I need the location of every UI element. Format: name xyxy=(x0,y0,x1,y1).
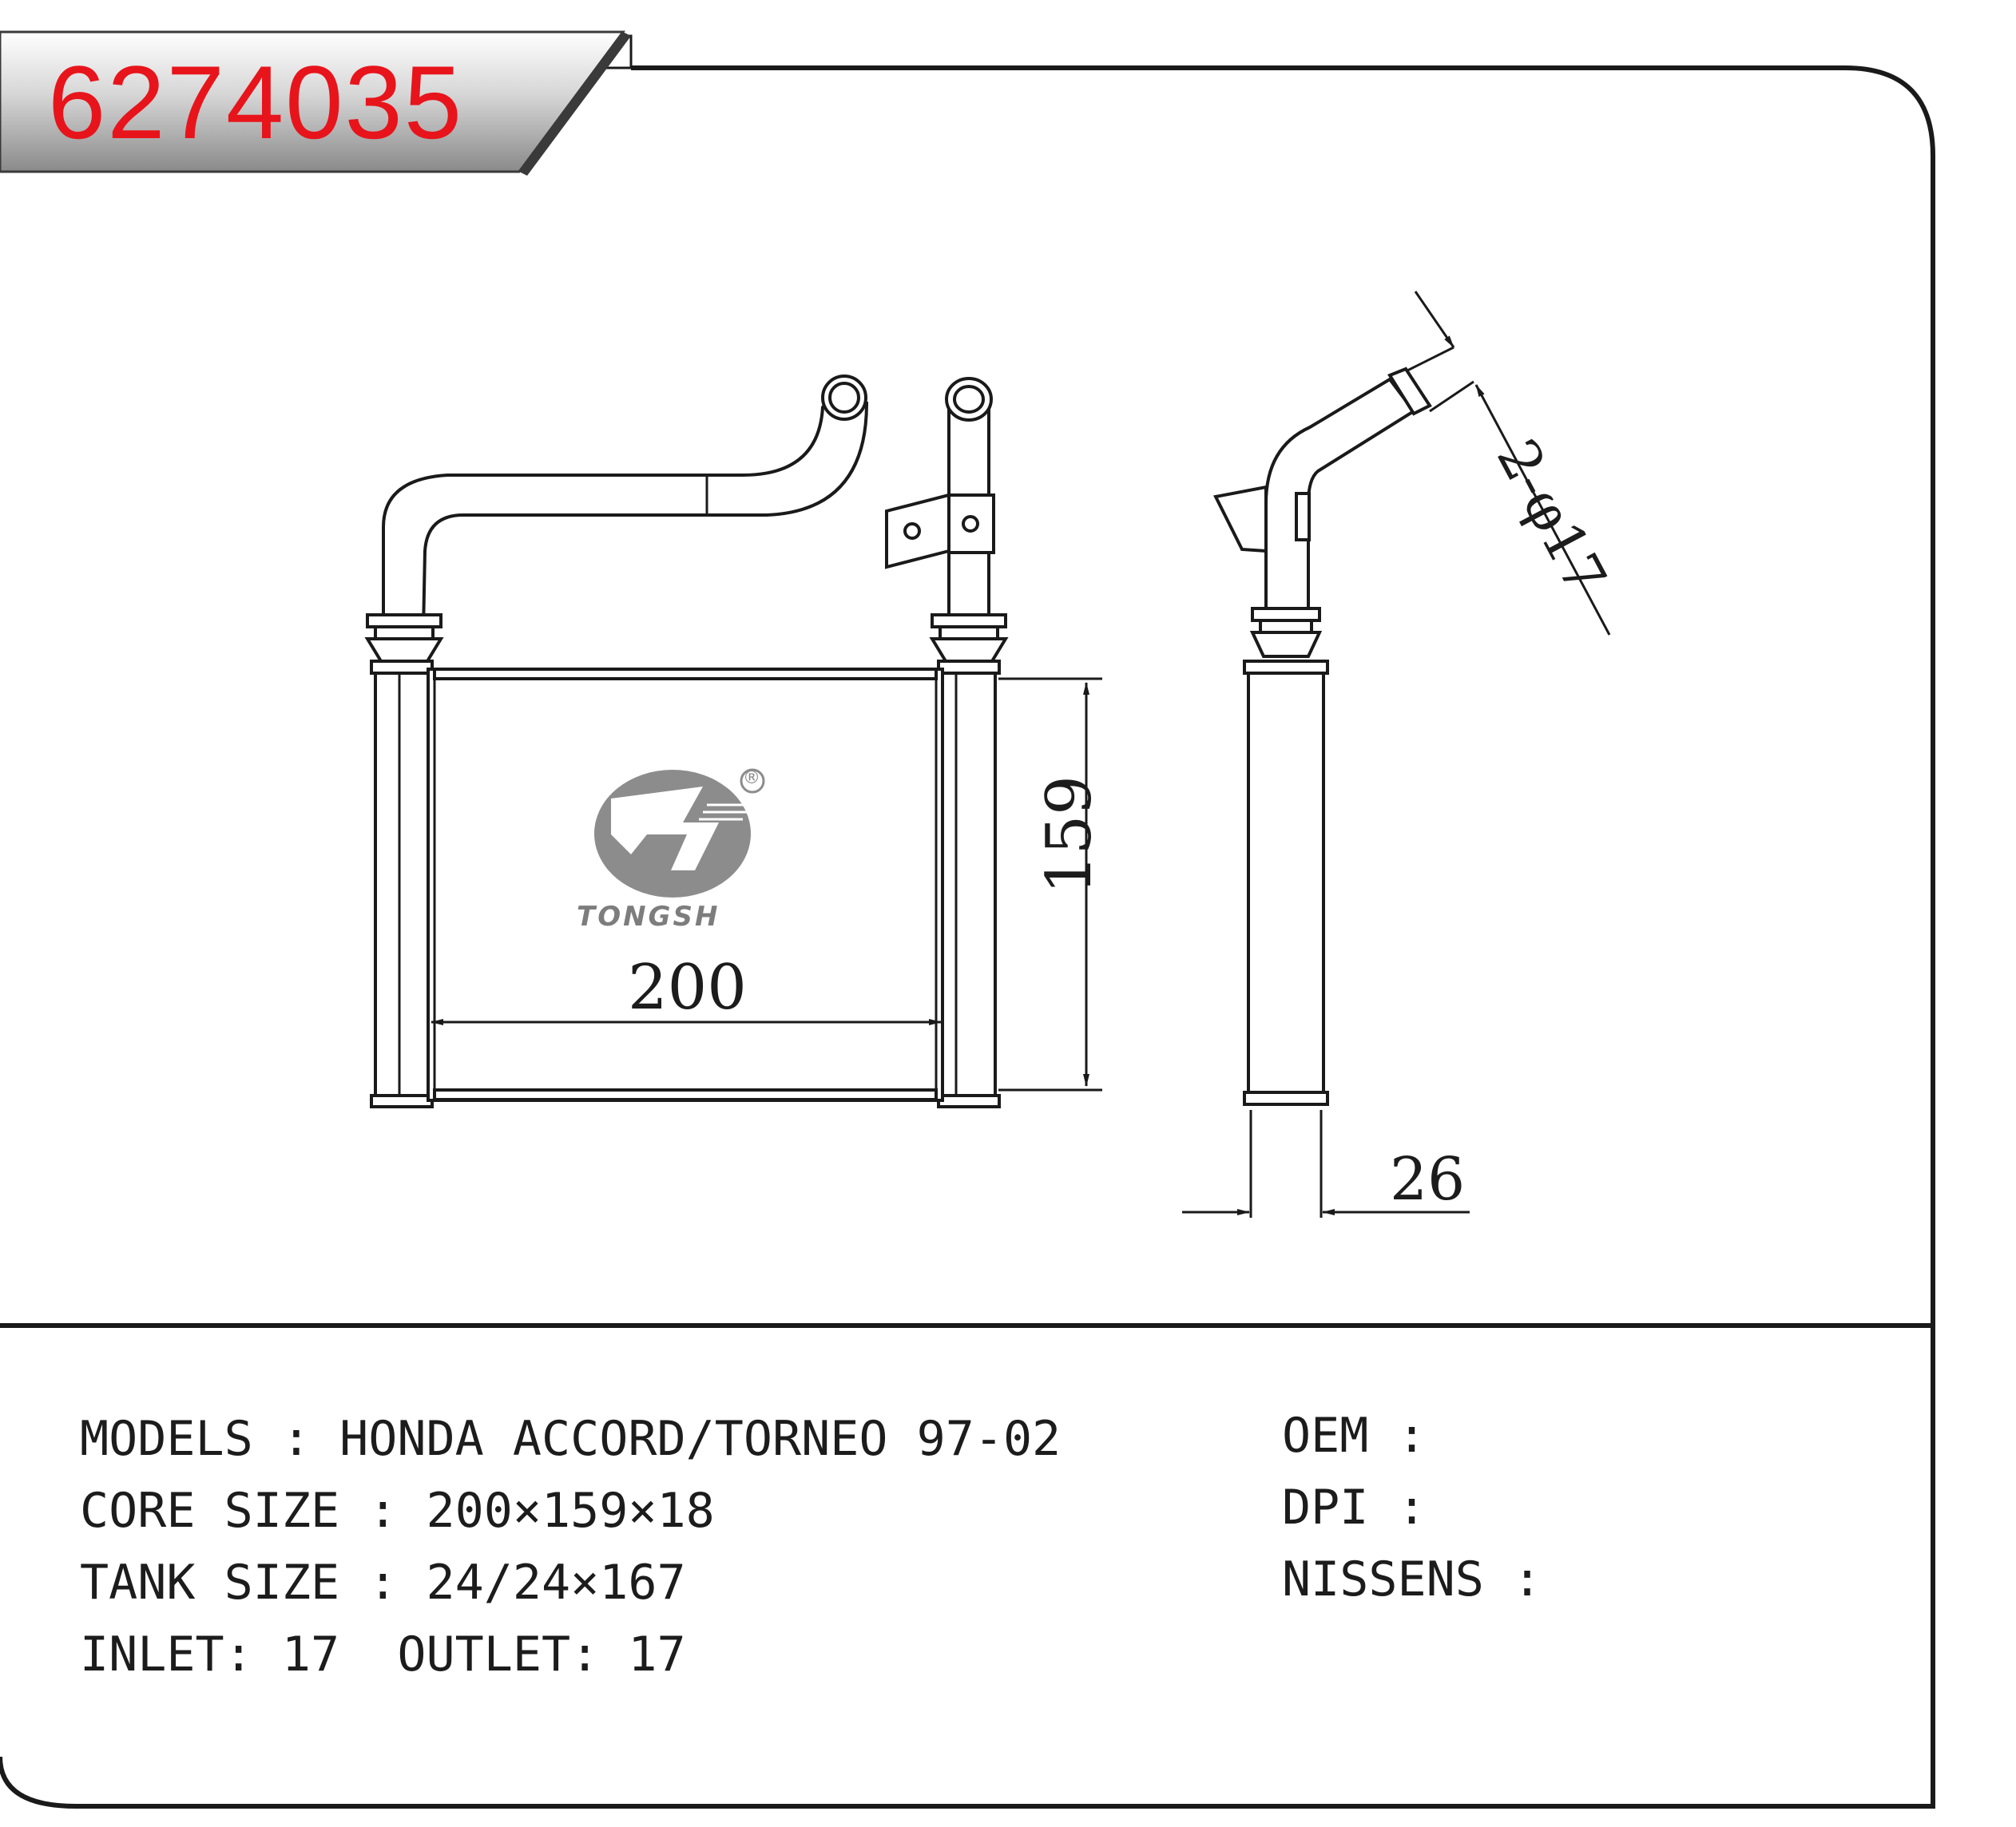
heater-core-side-view xyxy=(1213,367,1432,1106)
spec-models: MODELS : HONDA ACCORD/TORNEO 97-02 xyxy=(80,1411,1062,1467)
spec-tank-size: TANK SIZE : 24/24×167 xyxy=(80,1555,686,1611)
width-dimension-label: 200 xyxy=(628,952,747,1024)
frame xyxy=(0,65,1935,1809)
brand-logo-icon xyxy=(594,768,765,898)
part-number: 6274035 xyxy=(48,43,464,161)
brand-name: TONGSH xyxy=(577,901,720,933)
spec-dpi: DPI : xyxy=(1282,1480,1427,1536)
registered-mark: ® xyxy=(743,768,760,788)
inlet-fitting xyxy=(366,613,442,628)
left-tank xyxy=(374,665,430,1104)
side-tank xyxy=(1247,661,1325,1100)
outlet-fitting xyxy=(931,613,1007,628)
right-tank xyxy=(941,665,997,1104)
height-dimension-label: 159 xyxy=(1034,775,1105,894)
side-pipe xyxy=(1264,377,1416,616)
spec-nissens: NISSENS : xyxy=(1282,1552,1542,1607)
spec-inlet-outlet: INLET: 17 OUTLET: 17 xyxy=(80,1627,686,1682)
side-bracket xyxy=(1213,485,1268,553)
spec-core-size: CORE SIZE : 200×159×18 xyxy=(80,1483,715,1539)
depth-dimension-label: 26 xyxy=(1390,1145,1466,1214)
spec-oem: OEM : xyxy=(1282,1408,1427,1464)
inlet-pipe xyxy=(382,402,869,632)
part-number-tab xyxy=(0,30,633,176)
dimension-lines-front xyxy=(431,677,1102,1092)
dimension-lines-side xyxy=(1182,291,1611,1218)
